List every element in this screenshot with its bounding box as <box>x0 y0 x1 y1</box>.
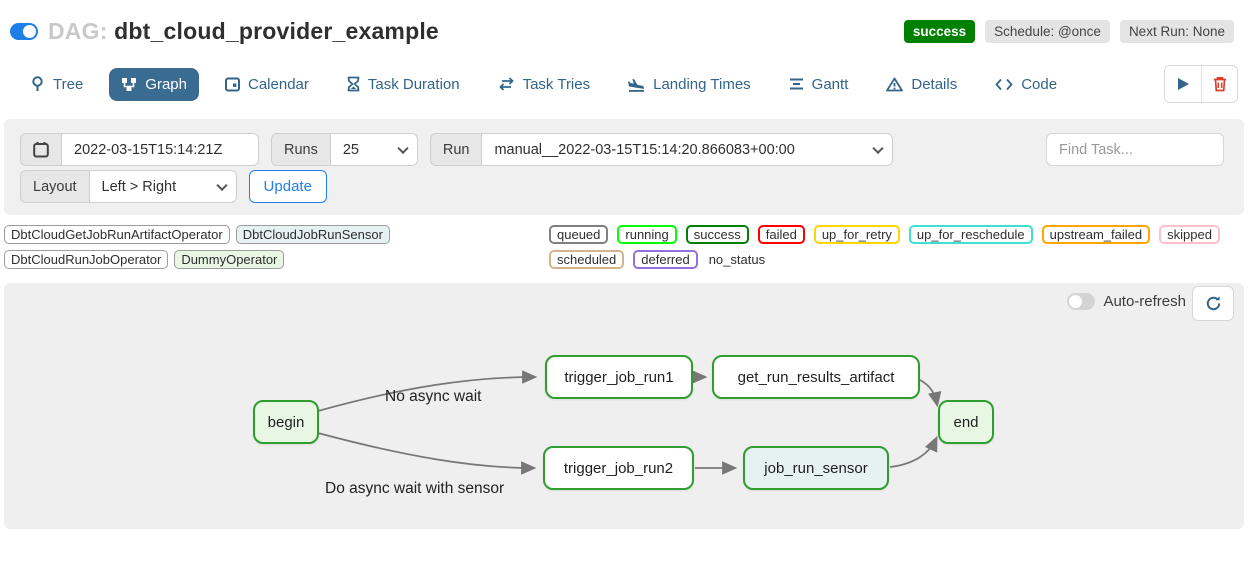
layout-selected-value: Left > Right <box>101 178 177 195</box>
status-badge-queued[interactable]: queued <box>549 225 609 244</box>
dag-name: dbt_cloud_provider_example <box>114 18 439 44</box>
tree-icon <box>32 76 43 91</box>
toggle-knob <box>1069 295 1083 308</box>
base-date-group <box>20 133 259 166</box>
warning-triangle-icon <box>886 77 904 91</box>
refresh-button[interactable] <box>1192 286 1234 321</box>
operator-badge[interactable]: DbtCloudRunJobOperator <box>4 250 169 269</box>
status-badge-failed[interactable]: failed <box>757 225 805 244</box>
toggle-knob <box>23 25 36 38</box>
status-badge-running[interactable]: running <box>617 225 677 244</box>
gantt-icon <box>789 78 803 90</box>
status-badge-scheduled[interactable]: scheduled <box>549 250 625 269</box>
tab-label: Code <box>1021 75 1058 93</box>
status-badge-up-for-reschedule[interactable]: up_for_reschedule <box>908 225 1033 244</box>
trash-icon <box>1213 76 1226 92</box>
view-tabbar: Tree Graph Calendar Task Duration Task T… <box>0 51 1248 113</box>
status-badge-deferred[interactable]: deferred <box>633 250 698 269</box>
tab-label: Calendar <box>248 75 309 93</box>
tab-landing-times[interactable]: Landing Times <box>616 68 763 101</box>
edge-label-do-async-wait: Do async wait with sensor <box>325 480 505 497</box>
tab-details[interactable]: Details <box>874 68 969 101</box>
find-task-input[interactable] <box>1046 133 1224 166</box>
dag-prefix-label: DAG: <box>48 18 108 44</box>
tab-task-duration[interactable]: Task Duration <box>335 68 472 101</box>
run-selected-value: manual__2022-03-15T15:14:20.866083+00:00 <box>494 141 795 158</box>
next-run-badge: Next Run: None <box>1119 20 1234 43</box>
operator-legend: DbtCloudGetJobRunArtifactOperator DbtClo… <box>4 225 549 269</box>
tab-tree[interactable]: Tree <box>18 68 95 101</box>
tab-graph[interactable]: Graph <box>109 67 199 101</box>
calendar-icon <box>225 77 240 92</box>
status-badge-success[interactable]: success <box>685 225 749 244</box>
chevron-down-icon <box>397 142 409 154</box>
tab-label: Landing Times <box>653 75 751 93</box>
runs-select[interactable]: 25 <box>329 133 418 166</box>
chevron-down-icon <box>215 179 228 191</box>
graph-icon <box>122 77 137 91</box>
tab-calendar[interactable]: Calendar <box>213 68 321 101</box>
tab-label: Details <box>911 75 958 93</box>
dag-graph-panel: Auto-refresh begin trigger_job_run1 get_… <box>4 283 1244 529</box>
layout-label: Layout <box>20 170 89 203</box>
tab-label: Task Duration <box>367 75 460 93</box>
run-label: Run <box>429 133 482 166</box>
landing-plane-icon <box>628 78 645 92</box>
tab-task-tries[interactable]: Task Tries <box>486 68 603 101</box>
auto-refresh-toggle[interactable] <box>1067 293 1096 310</box>
runs-group: Runs 25 <box>271 133 418 166</box>
dag-edges <box>317 370 942 475</box>
code-icon <box>995 78 1013 90</box>
status-legend: queued running success failed up_for_ret… <box>549 225 1244 269</box>
edge-label-no-async-wait: No async wait <box>385 388 482 405</box>
run-select[interactable]: manual__2022-03-15T15:14:20.866083+00:00 <box>481 133 894 166</box>
dag-action-buttons <box>1164 65 1238 103</box>
page-title: DAG: dbt_cloud_provider_example <box>48 18 439 45</box>
hourglass-icon <box>347 76 360 92</box>
run-group: Run manual__2022-03-15T15:14:20.866083+0… <box>429 133 894 166</box>
legend: DbtCloudGetJobRunArtifactOperator DbtClo… <box>0 215 1248 273</box>
delete-dag-button[interactable] <box>1201 66 1237 102</box>
task-node-end[interactable]: end <box>938 400 994 444</box>
calendar-addon[interactable] <box>20 133 61 166</box>
operator-badge[interactable]: DbtCloudGetJobRunArtifactOperator <box>4 225 230 244</box>
tab-label: Task Tries <box>522 75 591 93</box>
trigger-dag-button[interactable] <box>1165 66 1201 102</box>
layout-group: Layout Left > Right <box>20 170 237 203</box>
tab-label: Tree <box>53 75 84 93</box>
dag-status-badge[interactable]: success <box>903 20 976 43</box>
runs-selected-value: 25 <box>342 141 359 158</box>
status-badge-skipped[interactable]: skipped <box>1159 225 1220 244</box>
tab-code[interactable]: Code <box>983 68 1069 101</box>
update-button[interactable]: Update <box>248 170 327 203</box>
calendar-icon <box>33 142 49 158</box>
operator-badge[interactable]: DummyOperator <box>174 250 285 269</box>
refresh-icon <box>1206 296 1220 311</box>
task-node-begin[interactable]: begin <box>253 400 319 444</box>
dag-header: DAG: dbt_cloud_provider_example success … <box>0 0 1248 51</box>
auto-refresh-label: Auto-refresh <box>1103 293 1186 310</box>
task-node-trigger-job-run1[interactable]: trigger_job_run1 <box>545 355 693 399</box>
task-node-job-run-sensor[interactable]: job_run_sensor <box>743 446 889 490</box>
task-node-trigger-job-run2[interactable]: trigger_job_run2 <box>543 446 694 490</box>
tab-label: Gantt <box>811 75 849 93</box>
play-icon <box>1178 78 1189 90</box>
task-node-get-run-results-artifact[interactable]: get_run_results_artifact <box>712 355 920 399</box>
runs-label: Runs <box>271 133 330 166</box>
filter-panel: Runs 25 Run manual__2022-03-15T15:14:20.… <box>4 119 1244 215</box>
repeat-icon <box>498 77 514 91</box>
schedule-badge[interactable]: Schedule: @once <box>985 20 1110 43</box>
tab-label: Graph <box>145 75 187 93</box>
operator-badge[interactable]: DbtCloudJobRunSensor <box>235 225 390 244</box>
chevron-down-icon <box>872 142 885 154</box>
status-badge-up-for-retry[interactable]: up_for_retry <box>813 225 900 244</box>
status-badge-upstream-failed[interactable]: upstream_failed <box>1041 225 1151 244</box>
dag-pause-toggle[interactable] <box>10 23 38 40</box>
base-date-input[interactable] <box>61 133 259 166</box>
tab-gantt[interactable]: Gantt <box>777 68 861 101</box>
layout-select[interactable]: Left > Right <box>88 170 237 203</box>
status-label-no-status: no_status <box>708 252 766 267</box>
